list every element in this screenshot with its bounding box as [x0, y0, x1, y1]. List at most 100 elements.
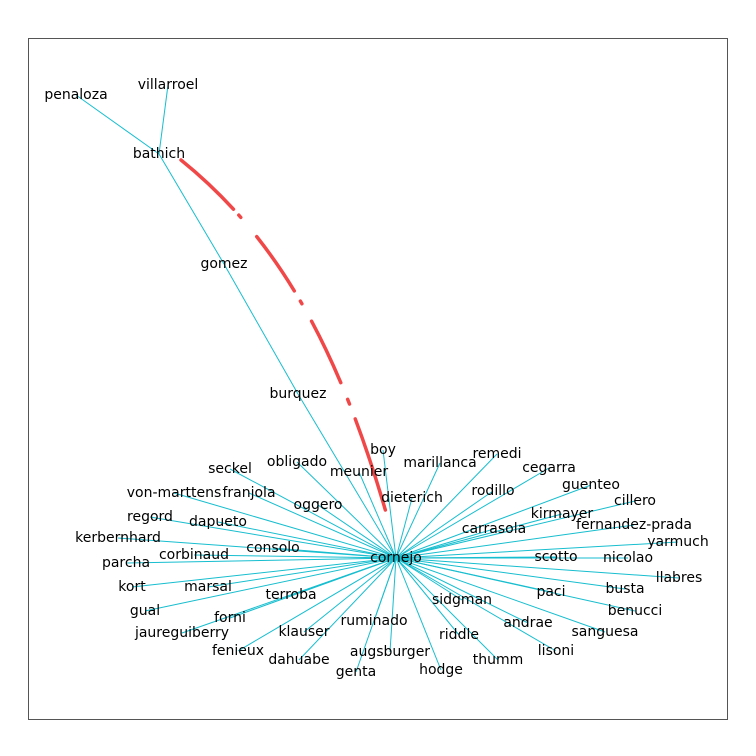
node-label-franjola: franjola — [222, 485, 275, 501]
node-label-thumm: thumm — [473, 652, 524, 668]
edge-cornejo-andrae — [395, 557, 529, 624]
edge-cornejo-fenieux — [237, 557, 397, 652]
edge-cornejo-busta — [395, 557, 626, 590]
node-label-marsal: marsal — [184, 579, 232, 595]
edge-cornejo-seckel — [229, 468, 397, 559]
edge-cornejo-sidgman — [395, 557, 463, 601]
node-label-lisoni: lisoni — [538, 643, 574, 659]
edge-cornejo-dieterich — [395, 497, 413, 559]
node-label-ruminado: ruminado — [340, 613, 407, 629]
node-label-llabres: llabres — [656, 570, 703, 586]
edge-cornejo-boy — [382, 449, 397, 559]
highlight-path — [179, 158, 399, 554]
edge-cornejo-dapueto — [217, 521, 397, 559]
edge-cornejo-regord — [149, 516, 397, 559]
edge-cornejo-marsal — [207, 557, 397, 588]
edge-cornejo-kirmayer — [395, 513, 563, 559]
node-label-fenieux: fenieux — [212, 643, 264, 659]
node-label-jaureguiberry: jaureguiberry — [134, 625, 229, 641]
node-label-gomez: gomez — [200, 256, 247, 272]
edge-cornejo-jaureguiberry — [181, 557, 397, 634]
node-label-meunier: meunier — [330, 464, 389, 480]
edge-cornejo-riddle — [395, 557, 460, 636]
node-label-seckel: seckel — [208, 461, 252, 477]
node-label-dieterich: dieterich — [381, 490, 443, 506]
node-label-regord: regord — [127, 509, 173, 525]
node-label-gual: gual — [130, 603, 160, 619]
node-label-remedi: remedi — [472, 446, 521, 462]
edge-cornejo-sanguesa — [395, 557, 606, 633]
node-label-boy: boy — [370, 442, 396, 458]
node-label-fernandez-prada: fernandez-prada — [576, 517, 692, 533]
node-label-guenteo: guenteo — [562, 477, 620, 493]
node-label-cegarra: cegarra — [522, 460, 576, 476]
edge-cornejo-marillanca — [395, 462, 441, 559]
edge-penaloza-bathich — [75, 94, 160, 155]
edge-cornejo-parcha — [125, 557, 397, 564]
node-label-rodillo: rodillo — [471, 483, 514, 499]
node-label-yarmuch: yarmuch — [647, 534, 708, 550]
edge-cornejo-guenteo — [395, 484, 592, 559]
edge-cornejo-obligado — [296, 461, 397, 559]
node-label-marillanca: marillanca — [403, 455, 476, 471]
node-label-dahuabe: dahuabe — [268, 652, 329, 668]
node-label-parcha: parcha — [102, 555, 150, 571]
edge-bathich-gomez — [158, 153, 225, 265]
node-label-paci: paci — [536, 584, 565, 600]
edge-cornejo-benucci — [395, 557, 636, 612]
node-label-obligado: obligado — [267, 454, 327, 470]
edge-cornejo-consolo — [272, 547, 397, 559]
edge-cornejo-klauser — [303, 557, 397, 633]
edge-cornejo-thumm — [395, 557, 499, 661]
label-layer: penaloza villarroel bathich gomez burquez cor… — [44, 77, 708, 680]
edge-cornejo-lisoni — [395, 557, 557, 652]
node-label-burquez: burquez — [270, 386, 327, 402]
edge-cornejo-genta — [355, 557, 397, 673]
node-label-corbinaud: corbinaud — [159, 547, 229, 563]
edge-cornejo-franjola — [248, 492, 397, 559]
node-label-benucci: benucci — [608, 603, 663, 619]
edge-cornejo-cillero — [395, 500, 636, 559]
node-label-augsburger: augsburger — [350, 644, 430, 660]
node-label-hodge: hodge — [419, 662, 463, 678]
node-label-penaloza: penaloza — [44, 87, 107, 103]
edge-cornejo-rodillo — [395, 490, 494, 559]
edge-villarroel-bathich — [158, 84, 169, 155]
node-label-oggero: oggero — [294, 497, 343, 513]
node-label-sanguesa: sanguesa — [572, 624, 639, 640]
edge-cornejo-gual — [144, 557, 397, 612]
edge-cornejo-yarmuch — [395, 541, 679, 559]
node-label-consolo: consolo — [246, 540, 299, 556]
node-label-sidgman: sidgman — [432, 592, 492, 608]
edge-cornejo-cegarra — [395, 467, 550, 559]
node-label-genta: genta — [336, 664, 376, 680]
edge-cornejo-corbinaud — [193, 554, 397, 559]
edge-cornejo-meunier — [358, 471, 397, 559]
edge-cornejo-llabres — [395, 557, 680, 579]
node-label-bathich: bathich — [133, 146, 185, 162]
edge-layer — [75, 84, 680, 673]
node-label-kort: kort — [118, 579, 146, 595]
node-label-scotto: scotto — [534, 549, 577, 565]
node-label-terroba: terroba — [265, 587, 316, 603]
node-label-carrasola: carrasola — [462, 521, 526, 537]
edge-cornejo-dahuabe — [298, 557, 397, 661]
node-label-klauser: klauser — [278, 624, 329, 640]
edge-cornejo-carrasola — [395, 528, 495, 559]
edge-burquez-cornejo — [297, 393, 397, 559]
node-label-busta: busta — [605, 581, 644, 597]
node-label-villarroel: villarroel — [138, 77, 199, 93]
edge-cornejo-hodge — [395, 557, 442, 671]
edge-cornejo-oggero — [317, 504, 397, 559]
node-label-dapueto: dapueto — [189, 514, 247, 530]
node-label-cillero: cillero — [614, 493, 656, 509]
edge-cornejo-fernandez-prada — [395, 524, 635, 559]
node-label-forni: forni — [214, 610, 246, 626]
node-label-andrae: andrae — [503, 615, 552, 631]
node-label-kerbernhard: kerbernhard — [75, 530, 161, 546]
node-label-riddle: riddle — [439, 627, 479, 643]
node-label-von-marttens: von-marttens — [127, 485, 222, 501]
edge-gomez-burquez — [223, 263, 299, 395]
edge-cornejo-remedi — [395, 453, 498, 559]
